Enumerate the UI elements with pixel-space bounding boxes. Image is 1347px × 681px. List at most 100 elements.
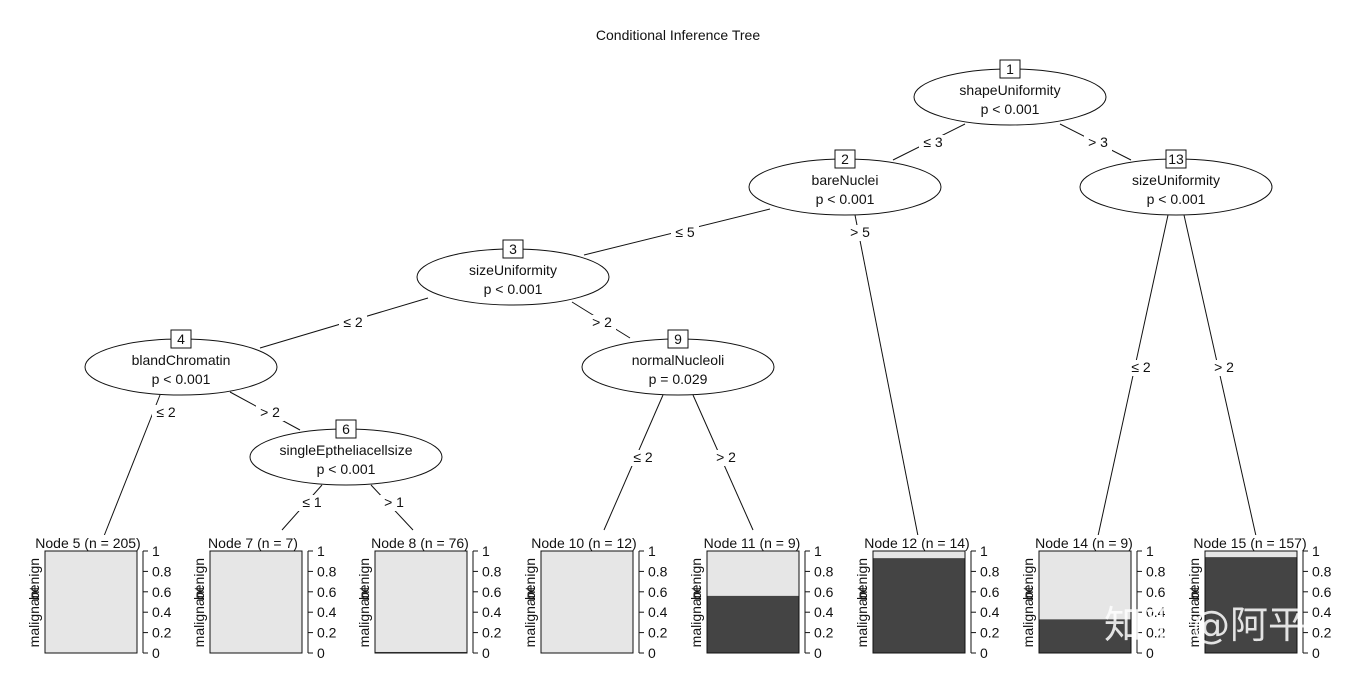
y-tick-label: 0 [1312,645,1320,661]
y-tick-label: 0.4 [152,604,172,620]
bar-benign [1039,551,1131,620]
node-id-box [999,59,1021,79]
edge-label-13-15: > 2 [1214,359,1234,375]
node-p-value: p < 0.001 [484,281,543,297]
y-tick-label: 0.8 [152,563,172,579]
y-tick-label: 0.4 [317,604,337,620]
edge-label-bg [339,315,367,331]
node-id: 1 [1006,61,1014,77]
bar-malignant [707,595,799,653]
y-tick-label: 0.2 [980,625,1000,641]
class-label-malignant: malignant [688,587,704,648]
terminal-title-bg [1022,535,1146,551]
node-variable-label: sizeUniformity [1132,172,1220,188]
edge-label-bg [1127,360,1155,376]
bar-benign [541,551,633,653]
tree-edge-labels: ≤ 3> 3≤ 5> 5≤ 2> 2≤ 2> 2≤ 1> 1≤ 2> 2≤ 2>… [152,134,1238,511]
terminal-node-14: Node 14 (n = 9)00.20.40.60.81malignantbe… [1020,535,1166,661]
y-tick-label: 0.4 [980,604,1000,620]
node-id: 2 [841,151,849,167]
edge-label-bg [629,450,657,466]
y-tick-label: 0.6 [317,584,337,600]
class-label-benign: benign [191,558,207,600]
node-id-box [335,419,357,439]
class-label-benign: benign [1186,558,1202,600]
y-tick-label: 0.6 [482,584,502,600]
bar-benign [45,551,137,653]
y-tick-label: 0 [980,645,988,661]
y-tick-label: 0.6 [648,584,668,600]
y-tick-label: 0 [1146,645,1154,661]
node-p-value: p < 0.001 [981,101,1040,117]
class-label-benign: benign [854,558,870,600]
bar-frame [1204,550,1298,654]
edge-label-bg [1210,360,1238,376]
terminal-title: Node 8 (n = 76) [371,535,469,551]
y-tick-label: 0.6 [1146,584,1166,600]
node-id-box [170,329,192,349]
y-tick-label: 1 [1312,543,1320,559]
edge-label-13-14: ≤ 2 [1131,359,1151,375]
node-p-value: p < 0.001 [317,461,376,477]
bar-benign [1205,551,1297,558]
y-tick-label: 0.2 [648,625,668,641]
bar-benign [707,551,799,596]
class-label-benign: benign [1020,558,1036,600]
terminal-title-bg [1188,535,1312,551]
edge-label-3-4: ≤ 2 [343,314,363,330]
class-label-benign: benign [522,558,538,600]
y-tick-label: 0 [482,645,490,661]
bar-benign [873,551,965,559]
edge-label-bg [846,225,874,241]
class-label-malignant: malignant [1186,587,1202,648]
node-id-box [834,149,856,169]
terminal-title-bg [690,535,814,551]
node-id: 13 [1168,151,1184,167]
inner-node-13: 13 sizeUniformity p < 0.001 [1079,149,1273,216]
bar-malignant [1205,557,1297,653]
y-tick-label: 0.8 [482,563,502,579]
edge-label-bg [380,495,408,511]
y-tick-label: 1 [482,543,490,559]
edge-label-bg [671,225,699,241]
terminal-title: Node 14 (n = 9) [1035,535,1133,551]
edge-4-5 [103,394,161,537]
bar-frame [209,550,303,654]
chart-title: Conditional Inference Tree [596,27,760,43]
y-tick-label: 0 [814,645,822,661]
y-tick-label: 0 [317,645,325,661]
y-tick-label: 1 [317,543,325,559]
node-id: 9 [674,331,682,347]
bar-frame [540,550,634,654]
y-tick-label: 0.6 [152,584,172,600]
terminal-node-12: Node 12 (n = 14)00.20.40.60.81malignantb… [854,535,1000,661]
node-id-box [1165,149,1187,169]
terminal-node-7: Node 7 (n = 7)00.20.40.60.81malignantben… [191,535,337,661]
bar-frame [374,550,468,654]
y-tick-label: 0.4 [814,604,834,620]
edge-label-bg [298,495,326,511]
bar-malignant [1039,619,1131,653]
terminal-node-11: Node 11 (n = 9)00.20.40.60.81malignantbe… [688,535,834,661]
y-tick-label: 0.8 [317,563,337,579]
bar-frame [872,550,966,654]
y-tick-label: 0.6 [814,584,834,600]
bar-frame [1038,550,1132,654]
node-id-box [667,329,689,349]
edge-label-4-5: ≤ 2 [156,404,176,420]
node-p-value: p < 0.001 [1147,191,1206,207]
terminal-node-15: Node 15 (n = 157)00.20.40.60.81malignant… [1186,535,1332,661]
terminal-title: Node 15 (n = 157) [1193,535,1306,551]
node-variable-label: singleEptheliacellsize [279,442,412,458]
node-id: 6 [342,421,350,437]
edge-label-bg [588,315,616,331]
bar-benign [210,551,302,653]
node-p-value: p < 0.001 [816,191,875,207]
y-tick-label: 1 [814,543,822,559]
y-tick-label: 0.2 [152,625,172,641]
class-label-malignant: malignant [854,587,870,648]
edge-label-6-7: ≤ 1 [302,494,322,510]
